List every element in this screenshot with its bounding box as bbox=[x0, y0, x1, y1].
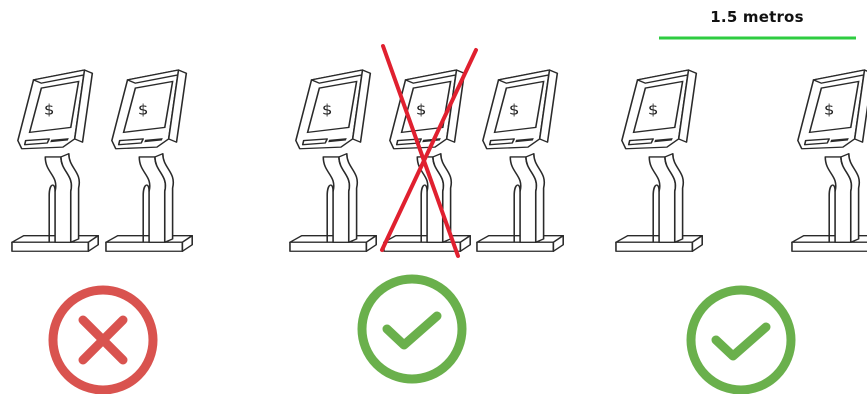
payment-kiosk-icon bbox=[12, 70, 98, 251]
payment-kiosk-icon bbox=[290, 70, 376, 251]
scenario-middle-kiosk-disabled bbox=[290, 46, 563, 256]
payment-kiosk-icon bbox=[616, 70, 702, 251]
scenario-two-kiosks-together bbox=[12, 70, 192, 251]
payment-kiosk-icon bbox=[477, 70, 563, 251]
scenario-kiosks-distanced bbox=[616, 70, 867, 251]
check-circle-icon bbox=[362, 279, 462, 379]
payment-kiosk-icon bbox=[792, 70, 867, 251]
distance-label: 1.5 metros bbox=[672, 8, 842, 26]
x-circle-icon bbox=[53, 290, 153, 390]
payment-kiosk-icon bbox=[384, 70, 470, 251]
payment-kiosk-icon bbox=[106, 70, 192, 251]
check-circle-icon bbox=[691, 290, 791, 390]
